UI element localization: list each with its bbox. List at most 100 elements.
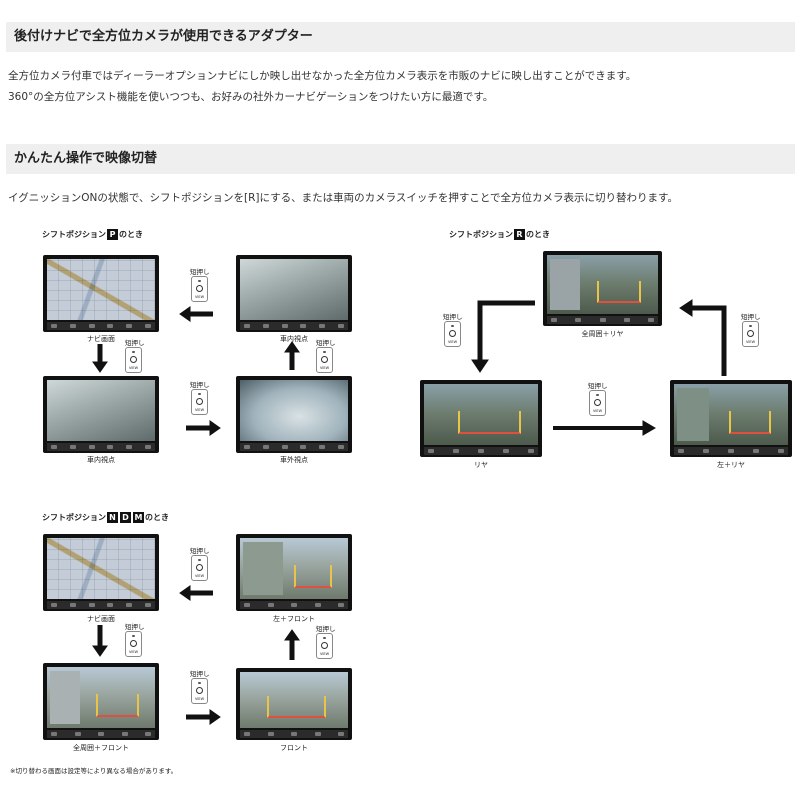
top-view-panel [550,259,580,310]
caption-r-all-rear: 全周囲＋リヤ [581,330,624,338]
camera-display [674,384,788,445]
screen-controls [424,447,538,455]
description-line-2: 360°の全方位アシスト機能を使いつつも、お好みの社外カーナビゲーションをつけた… [8,91,494,103]
screen-controls [47,601,155,609]
view-button-icon: VIEW [316,633,333,659]
arrow-head [92,645,108,657]
view-button-icon: VIEW [444,321,461,347]
shift-key-d: D [120,512,131,523]
camera-display [240,538,348,599]
view-text: VIEW [745,340,756,344]
view-text: VIEW [194,408,205,412]
shift-suffix: のとき [145,513,169,522]
screen-controls [240,601,348,609]
view-text: VIEW [194,295,205,299]
screen-p-out [236,376,352,453]
shift-key-r: R [514,229,525,240]
top-view-panel [50,671,80,724]
arrow-head [92,361,108,373]
view-text: VIEW [319,652,330,656]
arrow-head [642,420,656,436]
press-label: 短押し [125,623,145,631]
camera-display [424,384,538,445]
camera-display [47,667,155,728]
view-button-icon: VIEW [191,555,208,581]
screen-controls [547,316,658,324]
press-label: 短押し [316,339,336,347]
shift-key-n: N [107,512,118,523]
arrow-head [679,299,693,317]
camera-display [240,672,348,728]
guide-lines [458,410,521,435]
press-label: 短押し [316,625,336,633]
screen-controls [674,447,788,455]
press-label: 短押し [190,268,210,276]
description-line-1: 全方位カメラ付車ではディーラーオプションナビにしか映し出せなかった全方位カメラ表… [8,70,637,82]
shift-key-p: P [107,229,118,240]
view-text: VIEW [447,340,458,344]
caption-r-rear: リヤ [474,461,488,469]
view-button-icon: VIEW [742,321,759,347]
screen-r-left-rear [670,380,792,457]
screen-r-rear [420,380,542,457]
caption-ndm-all-front: 全周囲＋フロント [73,744,129,752]
camera-display [547,255,658,314]
view-text: VIEW [128,650,139,654]
caption-p-out: 車外視点 [280,456,308,464]
shift-suffix: のとき [119,230,143,239]
view-button-icon: VIEW [191,678,208,704]
shift-suffix: のとき [526,230,550,239]
view-button-icon: VIEW [191,389,208,415]
arrow-head [179,585,191,601]
map-display [47,538,155,599]
shift-key-m: M [133,512,144,523]
view-text: VIEW [319,366,330,370]
screen-controls [47,322,155,330]
screen-controls [240,443,348,451]
guide-lines [728,410,771,435]
screen-ndm-nav [43,534,159,611]
camera-display [240,259,348,320]
view-text: VIEW [194,574,205,578]
arrow-head [209,709,221,725]
screen-r-all-rear [543,251,662,326]
press-label: 短押し [190,381,210,389]
side-view-panel [243,542,283,595]
guide-lines [95,693,139,718]
screen-ndm-front [236,668,352,740]
press-label: 短押し [741,313,761,321]
screen-ndm-all-front [43,663,159,740]
caption-p-nav: ナビ画面 [87,335,115,343]
view-text: VIEW [194,697,205,701]
guide-lines [267,696,327,718]
view-button-icon: VIEW [125,631,142,657]
screen-ndm-left-front [236,534,352,611]
section-header-adapter: 後付けナビで全方位カメラが使用できるアダプター [6,22,795,52]
screen-p-nav [43,255,159,332]
side-view-panel [677,388,709,441]
arrow-head [471,359,489,373]
arrow-head [284,629,300,641]
screen-p-in [236,255,352,332]
map-display [47,259,155,320]
guide-lines [294,564,332,589]
view-button-icon: VIEW [589,390,606,416]
shift-prefix: シフトポジション [42,513,106,522]
screen-p-in-2 [43,376,159,453]
arrow-r-all-to-rear [477,300,535,362]
switching-description: イグニッションONの状態で、シフトポジションを[R]にする、または車両のカメラス… [8,192,679,204]
press-label: 短押し [190,670,210,678]
section-header-switching: かんたん操作で映像切替 [6,144,795,174]
shift-prefix: シフトポジション [42,230,106,239]
caption-p-in-top: 車内視点 [280,335,308,343]
screen-controls [240,322,348,330]
footnote: ※切り替わる画面は設定等により異なる場合があります。 [10,767,178,775]
screen-controls [47,730,155,738]
arrow-head [179,306,191,322]
camera-display [47,380,155,441]
press-label: 短押し [443,313,463,321]
